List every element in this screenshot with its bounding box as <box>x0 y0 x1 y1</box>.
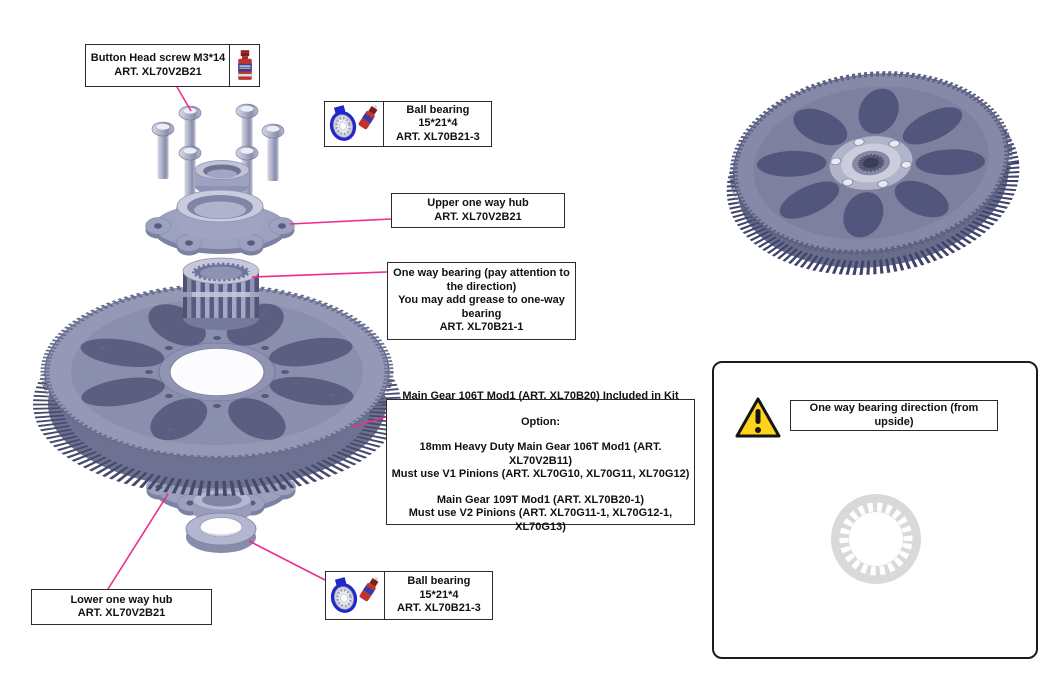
callout-line: Main Gear 106T Mod1 (ART. XL70B20) Inclu… <box>402 390 679 402</box>
ball-bearing-icon <box>330 576 358 613</box>
bearing-and-glue-icons <box>330 576 379 613</box>
glue-bottle-icon <box>359 576 379 601</box>
callout-line: ART. XL70V2B21 <box>434 210 522 223</box>
button-head-screws-illustration <box>151 103 285 215</box>
lower-one-way-hub-callout: Lower one way hub ART. XL70V2B21 <box>31 589 212 625</box>
callout-line: ART. XL70B21-1 <box>439 321 524 334</box>
callout-line: You may add grease to one-way bearing <box>398 294 565 320</box>
glue-bottle-icon <box>358 104 378 130</box>
ball-bearing-icon <box>329 105 357 141</box>
callout-line: ART. XL70B21-3 <box>396 130 480 143</box>
callout-line: Must use V1 Pinions (ART. XL70G10, XL70G… <box>391 468 690 480</box>
upper-one-way-hub-illustration <box>145 189 295 256</box>
callout-line: One way bearing (pay attention to the di… <box>393 267 570 293</box>
callout-line: Ball bearing <box>406 103 470 116</box>
ball-bearing-top-callout: Ball bearing 15*21*4 ART. XL70B21-3 <box>383 101 493 147</box>
ball-bearing-icon-box-bottom <box>325 571 386 620</box>
ball-bearing-icon-box <box>324 101 385 147</box>
callout-line: ART. XL70B21-3 <box>397 602 481 615</box>
callout-line: Must use V2 Pinions (ART. XL70G11-1, XL7… <box>408 507 673 533</box>
direction-note-callout: One way bearing direction (from upside) <box>790 400 998 431</box>
callout-line: Button Head screw M3*14 <box>90 52 226 64</box>
callout-line: 18mm Heavy Duty Main Gear 106T Mod1 (ART… <box>419 441 662 467</box>
callout-line: 15*21*4 <box>418 117 458 130</box>
assembled-gear-illustration <box>726 71 1020 275</box>
bearing-and-glue-icons <box>329 104 378 141</box>
one-way-bearing-callout: One way bearing (pay attention to the di… <box>387 262 576 340</box>
callout-line: Ball bearing <box>407 575 471 588</box>
warning-icon <box>735 397 781 438</box>
callout-line: Lower one way hub <box>70 593 173 606</box>
callout-line: Option: <box>520 415 561 428</box>
leader-lines <box>107 86 392 590</box>
upper-one-way-hub-callout: Upper one way hub ART. XL70V2B21 <box>391 193 565 228</box>
callout-line: 15*21*4 <box>419 588 459 601</box>
main-gear-callout: Main Gear 106T Mod1 (ART. XL70B20) Inclu… <box>386 390 695 533</box>
one-way-bearing-illustration <box>182 257 260 330</box>
button-head-screw-callout: Button Head screw M3*14 ART. XL70V2B21 <box>85 44 231 87</box>
loctite-bottle-icon <box>238 50 252 80</box>
ball-bearing-ring-illustration <box>185 512 257 553</box>
callout-line: ART. XL70V2B21 <box>77 607 166 619</box>
ball-bearing-bottom-callout: Ball bearing 15*21*4 ART. XL70B21-3 <box>384 571 494 620</box>
one-way-direction-panel: One way bearing direction (from upside) <box>712 361 1038 659</box>
sprag-ring-diagram <box>831 494 921 584</box>
callout-line: One way bearing direction (from upside) <box>809 402 979 428</box>
loctite-icon-box <box>229 44 261 87</box>
callout-line: Upper one way hub <box>427 197 529 209</box>
callout-line: ART. XL70V2B21 <box>114 65 202 78</box>
callout-line: Main Gear 109T Mod1 (ART. XL70B20-1) <box>436 493 645 506</box>
